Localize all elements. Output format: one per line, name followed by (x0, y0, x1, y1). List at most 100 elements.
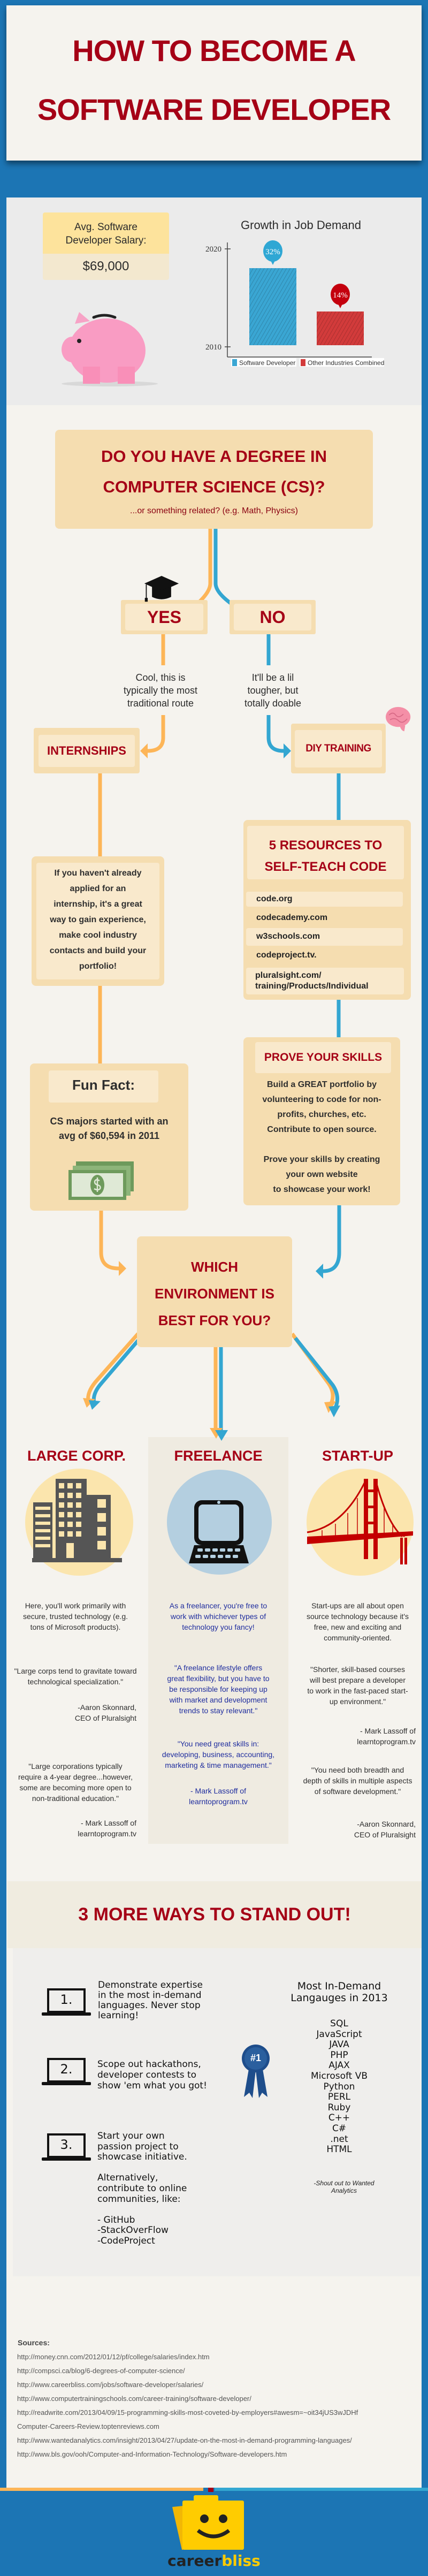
fun-fact-text: CS majors started with an avg of $60,594… (50, 1116, 169, 1141)
source-link[interactable]: http://readwrite.com/2013/04/09/15-progr… (17, 2408, 358, 2417)
legend-label: Other Industries Combined (308, 359, 384, 367)
large-corp-intro: Here, you'll work primarily with secure,… (22, 1601, 128, 1631)
data-label: 32% (265, 248, 280, 256)
ribbon-label: #1 (250, 2053, 262, 2063)
data-label-bubble (331, 284, 350, 305)
footer-logo-text: careerbliss (134, 2552, 294, 2570)
yes-note: Cool, this is typically the most traditi… (123, 672, 198, 709)
resource-link[interactable]: w3schools.com (256, 932, 320, 941)
large-corp-quote2: "Large corporations typically require a … (18, 1762, 133, 1803)
diy-training-label: DIY TRAINING (305, 743, 371, 754)
no-option[interactable] (230, 600, 316, 634)
building-icon (25, 1469, 133, 1576)
source-link[interactable]: http://www.computertrainingschools.com/c… (17, 2395, 251, 2403)
resource-row-bg (246, 928, 403, 946)
resource-link[interactable]: pluralsight.com/ training/Products/Indiv… (255, 971, 369, 991)
resource-link[interactable]: codecademy.com (256, 913, 328, 922)
careerbliss-logo-icon (172, 2495, 244, 2550)
freelance-title: FREELANCE (174, 1448, 263, 1464)
language-item: PERL (327, 2092, 351, 2103)
start-up-author2: -Aaron Skonnard, CEO of Pluralsight (354, 1820, 416, 1839)
salary-value: $69,000 (82, 259, 129, 273)
internship-info-box (32, 856, 164, 986)
source-link[interactable]: Computer-Careers-Review.toptenreviews.co… (17, 2422, 159, 2430)
language-item: Python (323, 2081, 355, 2092)
language-item: JAVA (329, 2039, 349, 2050)
large-corp-title: LARGE CORP. (27, 1448, 126, 1464)
graduation-cap-icon (144, 576, 179, 602)
logo-bliss: bliss (221, 2552, 261, 2570)
language-item: AJAX (328, 2060, 350, 2071)
shoutout-note: -Shout out to Wanted Analytics (314, 2179, 374, 2194)
legend-swatch (232, 359, 237, 366)
y-tick-label: 2020 (205, 245, 221, 254)
yes-label: YES (147, 607, 182, 627)
degree-question-line2: COMPUTER SCIENCE (CS)? (103, 477, 325, 496)
start-up-quote1: "Shorter, skill-based courses will best … (307, 1665, 408, 1706)
language-item: C# (332, 2123, 347, 2134)
languages-title: Most In-Demand Langauges in 2013 (291, 1980, 388, 2004)
start-up-quote2: "You need both breadth and depth of skil… (303, 1766, 412, 1796)
degree-question-sub: ...or something related? (e.g. Math, Phy… (130, 506, 298, 515)
start-up-intro: Start-ups are all about open source tech… (306, 1601, 409, 1642)
data-label-pointer (271, 261, 275, 265)
item-text: Demonstrate expertise in the most in-dem… (98, 1980, 203, 2021)
chart-title: Growth in Job Demand (241, 218, 361, 232)
source-link[interactable]: http://www.bls.gov/ooh/Computer-and-Info… (17, 2450, 287, 2458)
divider-red (208, 2488, 213, 2492)
laptop-number-icon (42, 2133, 91, 2161)
source-link[interactable]: http://money.cnn.com/2012/01/12/pf/colle… (17, 2353, 210, 2361)
bar (249, 268, 296, 345)
item-number: 2. (60, 2062, 73, 2077)
resources-title: 5 RESOURCES TO SELF-TEACH CODE (264, 838, 387, 874)
page-title-line2: SOFTWARE DEVELOPER (37, 93, 391, 126)
yes-option[interactable] (121, 600, 208, 634)
brain-icon (386, 706, 411, 732)
page-title-line1: HOW TO BECOME A (72, 34, 356, 67)
legend-swatch (301, 359, 305, 366)
resource-link[interactable]: codeproject.tv. (256, 951, 317, 960)
salary-box (43, 212, 169, 280)
language-item: Ruby (327, 2102, 351, 2113)
language-item: C++ (328, 2113, 350, 2124)
no-note: It'll be a lil tougher, but totally doab… (244, 672, 302, 709)
y-tick-label: 2010 (205, 343, 221, 352)
fun-fact-title: Fun Fact: (72, 1077, 135, 1093)
item-text: Scope out hackathons, developer contests… (97, 2059, 207, 2091)
environment-question-box (137, 1236, 292, 1347)
data-label-pointer (338, 304, 342, 308)
prove-skills-text: Build a GREAT portfolio by volunteering … (262, 1080, 381, 1194)
prove-skills-box (243, 1037, 400, 1205)
environment-question: WHICH ENVIRONMENT IS BEST FOR YOU? (155, 1259, 274, 1328)
source-link[interactable]: http://www.careerbliss.com/jobs/software… (17, 2381, 204, 2389)
language-item: JavaScript (316, 2028, 362, 2040)
resource-row-bg (246, 892, 403, 907)
legend-label: Software Developer (239, 359, 295, 367)
freelance-intro: As a freelancer, you're free to work wit… (169, 1601, 268, 1631)
diy-training-box (291, 724, 386, 773)
source-link[interactable]: http://compsci.ca/blog/6-degrees-of-comp… (17, 2367, 185, 2375)
item-text: Start your own passion project to showca… (97, 2131, 187, 2246)
language-item: Microsoft VB (310, 2071, 368, 2081)
money-icon (68, 1161, 134, 1200)
internship-info-text: If you haven't already applied for an in… (49, 869, 147, 971)
item-number: 3. (60, 2137, 73, 2152)
stand-out-title: 3 MORE WAYS TO STAND OUT! (78, 1904, 351, 1925)
large-corp-author1: -Aaron Skonnard, CEO of Pluralsight (74, 1703, 136, 1722)
sources-title: Sources: (18, 2338, 50, 2347)
bridge-icon (307, 1469, 414, 1576)
no-label: NO (259, 607, 286, 627)
laptop-icon (167, 1470, 272, 1575)
legend-bg (300, 358, 384, 367)
source-link[interactable]: http://www.wantedanalytics.com/insight/2… (17, 2436, 352, 2444)
laptop-number-icon (42, 1988, 91, 2016)
first-place-ribbon-icon (242, 2045, 270, 2098)
logo-career: career (167, 2552, 222, 2570)
start-up-title: START-UP (322, 1448, 393, 1464)
laptop-number-icon (42, 2058, 91, 2085)
resource-link[interactable]: code.org (256, 894, 293, 903)
bar (317, 311, 364, 345)
large-corp-quote1: "Large corps tend to gravitate toward te… (14, 1667, 137, 1686)
